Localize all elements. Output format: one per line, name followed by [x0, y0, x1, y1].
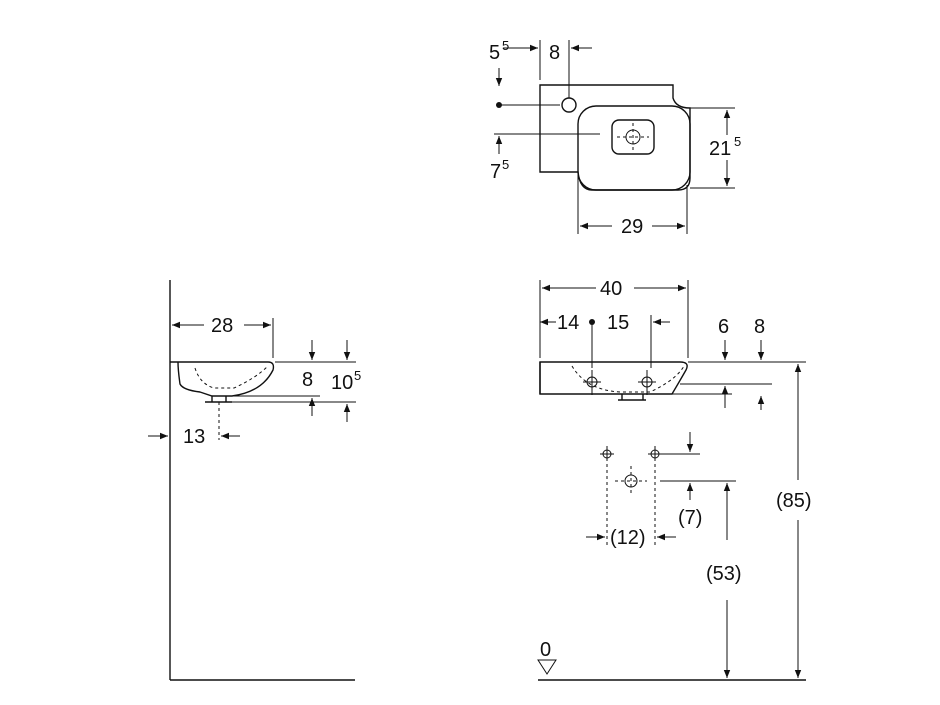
dim-tap-offset: 8	[549, 42, 560, 64]
dim-depth: 21	[709, 138, 731, 160]
dim-rim-height: 8	[302, 369, 313, 391]
dim-overall-width: 40	[600, 278, 622, 300]
side-view: 28 8 10 5 13	[148, 280, 361, 681]
top-bowl	[577, 105, 691, 191]
dim-tap-vertical: 7	[490, 161, 501, 183]
top-tap-hole	[561, 97, 577, 113]
dim-mount-height: (85)	[776, 490, 812, 512]
dim-depth-sup: 5	[734, 134, 741, 149]
top-drain	[611, 119, 655, 155]
dim-rim-a: 6	[718, 316, 729, 338]
side-basin-profile	[170, 361, 275, 397]
dim-bowl-width: 29	[621, 216, 643, 238]
dim-offset-left: 5	[489, 42, 500, 64]
dim-total-height: 10	[331, 372, 353, 394]
dim-tap-vertical-sup: 5	[502, 157, 509, 172]
dim-tap-spacing: 15	[607, 312, 629, 334]
dim-rim-b: 8	[754, 316, 765, 338]
dim-left-tap: 14	[557, 312, 579, 334]
top-view: 5 5 8 7 5 21 5 29	[489, 38, 741, 238]
dim-offset-left-sup: 5	[502, 38, 509, 53]
top-basin-outline	[539, 84, 691, 191]
front-view: 40 14 15 6 8 (7) (12) (53) (85) 0	[537, 278, 812, 681]
front-basin-outline	[539, 361, 688, 395]
dim-total-height-sup: 5	[354, 368, 361, 383]
dim-supply-offset: (7)	[678, 507, 702, 529]
dim-projection: 28	[211, 315, 233, 337]
floor-level-icon	[537, 659, 557, 675]
supply-marks	[600, 446, 662, 545]
floor-level-label: 0	[540, 639, 551, 661]
dim-supply-spacing: (12)	[610, 527, 646, 549]
dim-supply-height: (53)	[706, 563, 742, 585]
front-tap-marks	[583, 370, 656, 395]
dim-drain-offset: 13	[183, 426, 205, 448]
